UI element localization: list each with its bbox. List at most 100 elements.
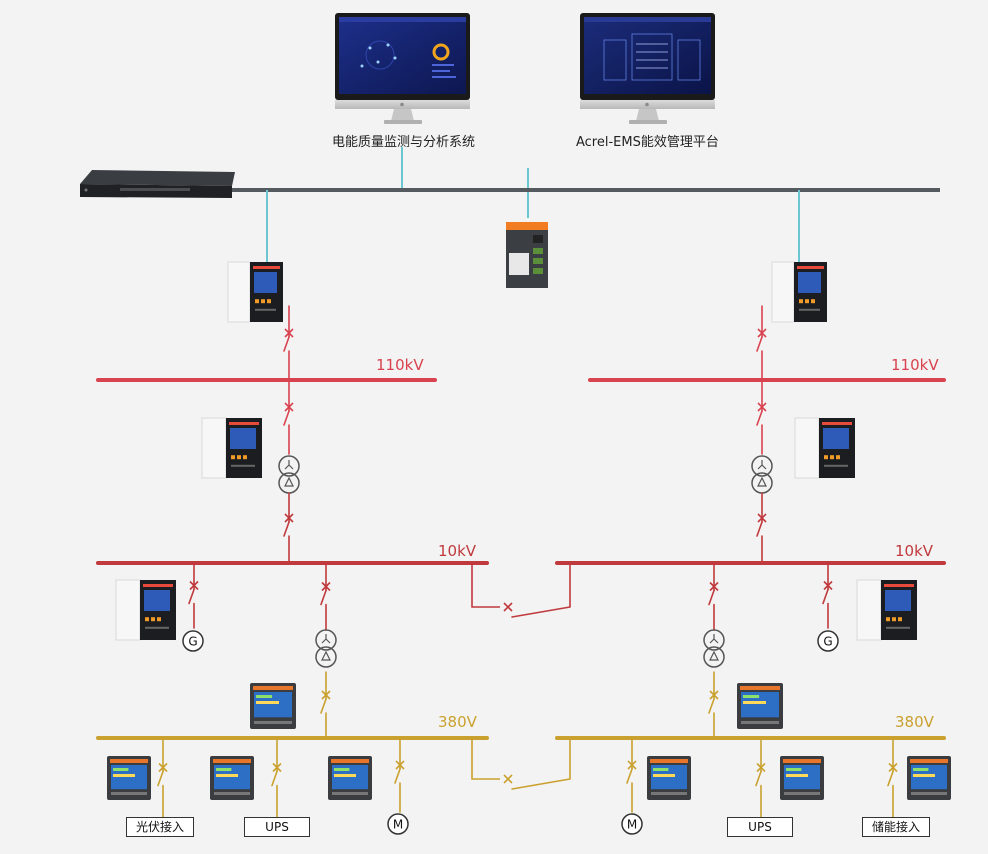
power-meter-motor-right	[647, 756, 691, 800]
meter-strip	[783, 759, 821, 763]
breaker-blade	[283, 410, 290, 426]
breaker-x-mark	[395, 760, 405, 770]
meter-keys	[651, 792, 687, 795]
meter-readout	[653, 774, 675, 777]
meter-strip	[910, 759, 948, 763]
protection-relay-hv-left	[227, 261, 283, 323]
load-label-ups-right: UPS	[727, 817, 793, 837]
breaker-blade	[822, 588, 829, 605]
power-meter-storage	[907, 756, 951, 800]
relay-label	[799, 308, 820, 311]
motor-left-text: M	[393, 818, 403, 832]
power-meter-pv	[107, 756, 151, 800]
relay-key	[892, 617, 896, 622]
breaker-blade	[320, 589, 327, 606]
relay-label	[824, 464, 848, 467]
breaker-blade	[320, 698, 327, 714]
relay-side	[201, 417, 227, 479]
monitor-left	[335, 13, 470, 124]
tie-380v-blade	[511, 778, 571, 790]
bus-label-110kv-left: 110kV	[376, 356, 424, 374]
motor-left: M	[387, 813, 409, 835]
breaker-blade	[626, 768, 633, 784]
transformer-delta	[709, 650, 719, 661]
transformer-symbol	[315, 629, 337, 668]
breaker-blade	[157, 770, 164, 787]
meter-readout	[256, 701, 279, 704]
monitor-right-caption: Acrel-EMS能效管理平台	[576, 135, 719, 150]
transformer-winding-upper	[315, 629, 337, 651]
breaker-stroke	[757, 513, 767, 523]
meter-keys	[784, 792, 820, 795]
relay-key	[261, 299, 265, 304]
relay-side	[227, 261, 251, 323]
breaker-stroke	[189, 580, 199, 591]
breaker-stroke	[284, 513, 294, 523]
generator-right: G	[817, 630, 839, 652]
relay-key	[237, 455, 241, 460]
relay-screen	[798, 272, 821, 293]
breaker-stroke	[757, 402, 767, 412]
breaker-blade	[756, 521, 763, 537]
breaker-stroke	[823, 580, 833, 591]
protection-relay-tx-right	[794, 417, 855, 479]
generator-right-text: G	[823, 635, 832, 649]
relay-label	[255, 308, 276, 311]
breaker-stroke	[284, 402, 294, 412]
relay-key	[243, 455, 247, 460]
relay-side	[771, 261, 795, 323]
gateway-device	[506, 222, 548, 288]
breaker-blade	[708, 698, 715, 714]
relay-strip	[822, 422, 852, 425]
breaker-stroke	[709, 581, 719, 592]
motor-right-ring	[621, 813, 643, 835]
relay-key	[811, 299, 815, 304]
relay-key	[799, 299, 803, 304]
breaker-blade	[755, 770, 762, 787]
relay-strip	[253, 266, 280, 269]
breaker-x-mark	[709, 690, 719, 700]
relay-label	[886, 626, 910, 629]
transformer-winding-upper	[278, 455, 300, 477]
breaker-x-mark	[284, 402, 294, 412]
meter-strip	[650, 759, 688, 763]
relay-label	[231, 464, 255, 467]
transformer-winding-lower	[703, 646, 725, 668]
relay-label	[145, 626, 169, 629]
breaker-stroke	[756, 762, 766, 773]
meter-readout	[256, 695, 273, 698]
relay-key	[157, 617, 161, 622]
relay-key	[824, 455, 828, 460]
meter-keys	[214, 792, 250, 795]
breaker-stroke	[503, 774, 513, 784]
motor-right: M	[621, 813, 643, 835]
breaker-blade	[394, 768, 401, 784]
meter-readout	[743, 701, 766, 704]
meter-strip	[110, 759, 148, 763]
meter-readout	[653, 768, 669, 771]
breaker-x-mark	[503, 774, 513, 784]
transformer-delta	[757, 476, 767, 487]
bus-label-10kv-right: 10kV	[895, 542, 934, 560]
bus-label-110kv-right: 110kV	[891, 356, 939, 374]
meter-readout	[113, 774, 135, 777]
breaker-x-mark	[272, 762, 282, 773]
transformer-symbol	[751, 455, 773, 494]
meter-readout	[334, 768, 350, 771]
meter-readout	[786, 774, 808, 777]
power-meter-ups-right	[780, 756, 824, 800]
transformer-winding-upper	[751, 455, 773, 477]
motor-left-ring	[387, 813, 409, 835]
meter-keys	[741, 721, 779, 724]
breaker-stroke	[272, 762, 282, 773]
meter-keys	[911, 792, 947, 795]
relay-screen	[885, 590, 911, 611]
relay-key	[151, 617, 155, 622]
protection-relay-tx-left	[201, 417, 262, 479]
breaker-blade	[756, 410, 763, 426]
load-label-pv: 光伏接入	[126, 817, 194, 837]
breaker-stroke	[627, 760, 637, 770]
meter-readout	[913, 774, 935, 777]
breaker-x-mark	[158, 762, 168, 773]
